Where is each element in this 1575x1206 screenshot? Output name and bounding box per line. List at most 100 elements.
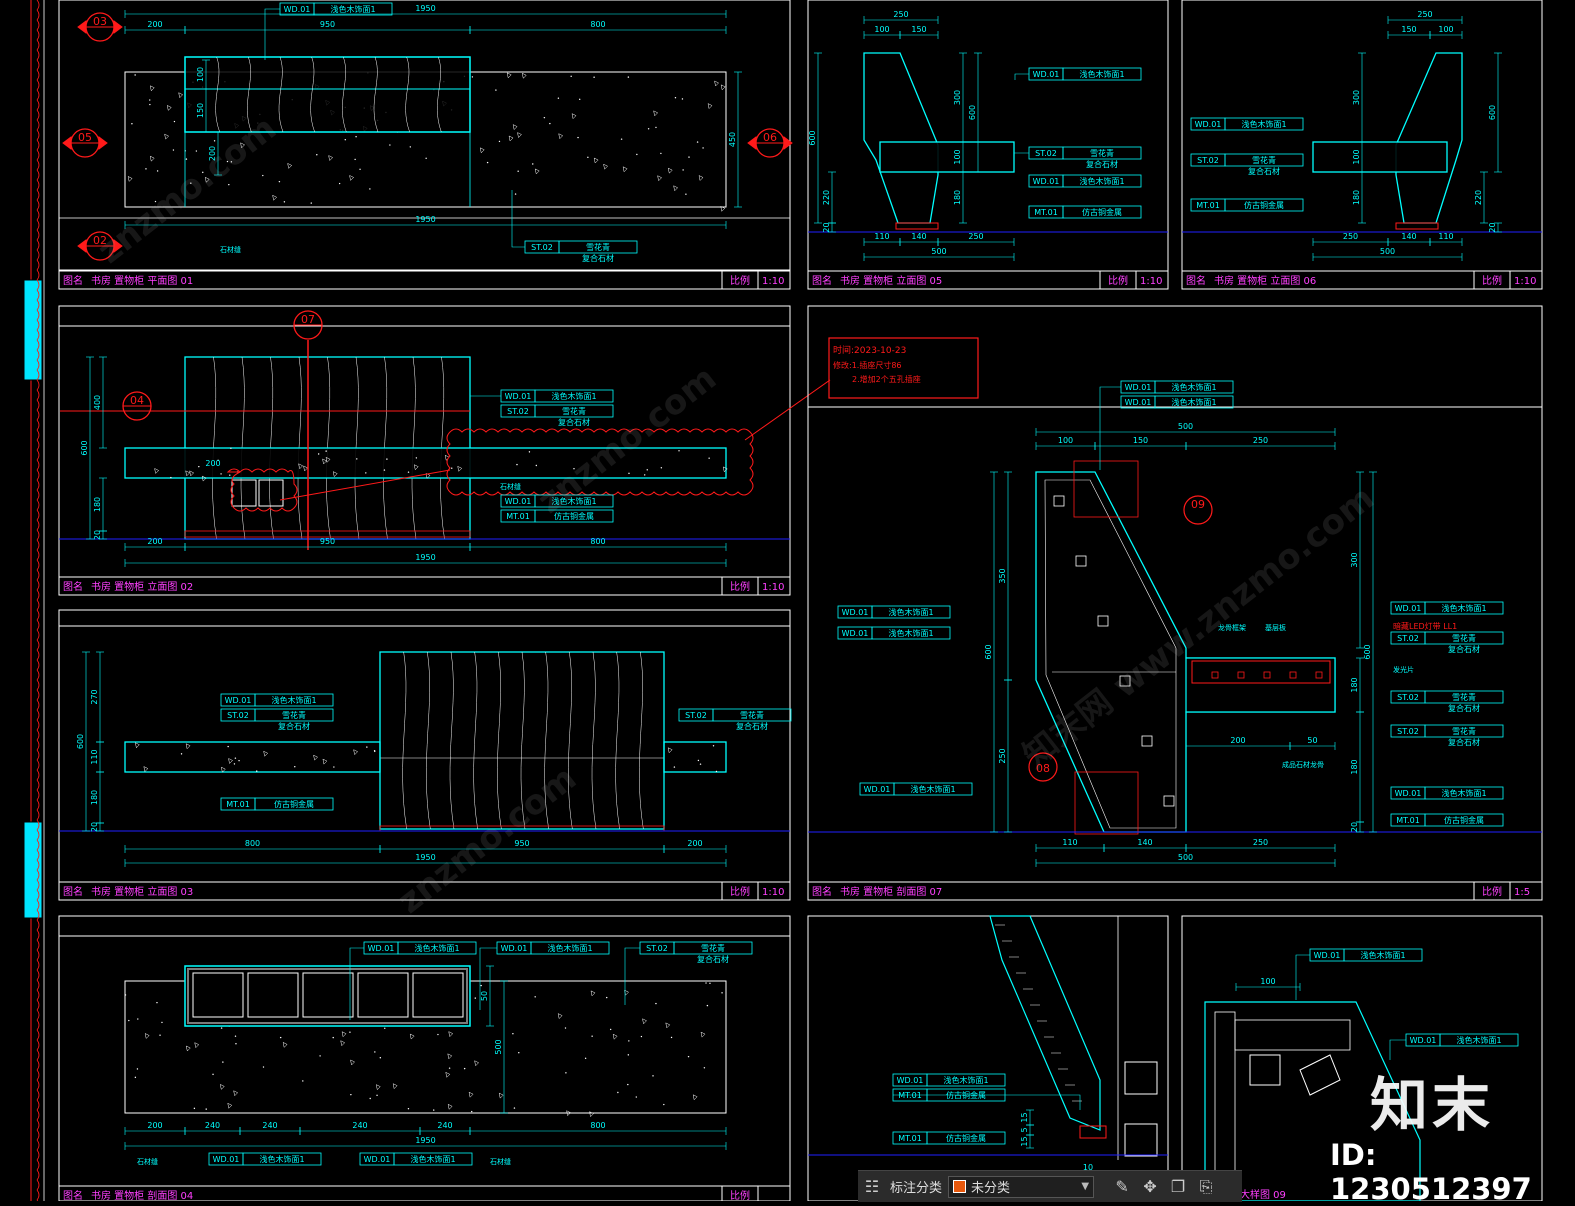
stone-hatch-dot	[514, 193, 517, 195]
material-tag-desc-box	[1439, 1033, 1519, 1047]
stone-hatch-dot	[234, 1035, 237, 1037]
revision-cloud-edge	[36, 1099, 40, 1111]
revision-cloud-edge	[36, 799, 40, 811]
material-tag-code: MT.01	[1034, 208, 1058, 217]
section-marker-label: 05	[78, 131, 92, 144]
revision-cloud-edge	[36, 899, 40, 911]
stone-hatch-dot	[486, 161, 489, 164]
title-bar-title: 书房 置物柜 立面图 06	[1214, 274, 1316, 287]
frame-tube	[1097, 615, 1109, 627]
material-tag-code: WD.01	[505, 392, 532, 401]
stone-hatch	[517, 132, 522, 139]
detail-layer	[1234, 1019, 1351, 1051]
stone-hatch	[185, 743, 191, 750]
stone-hatch-dot	[156, 1001, 158, 1004]
material-tag-code: ST.02	[1197, 156, 1219, 165]
stone-hatch-dot	[198, 465, 200, 468]
dimension-label: 50	[1307, 736, 1317, 745]
section-marker-arrow	[77, 20, 87, 34]
material-tag-desc: 浅色木饰面1	[330, 4, 375, 14]
revision-cloud-edge	[36, 729, 40, 741]
wood-grain	[544, 651, 549, 830]
stone-hatch	[642, 1018, 647, 1025]
material-tag-code: MT.01	[1396, 816, 1420, 825]
stone-hatch-dot	[213, 140, 216, 142]
revision-cloud-edge	[36, 199, 40, 211]
title-bar	[807, 881, 1543, 901]
dimension-label: 150	[911, 25, 926, 34]
wood-grain	[354, 356, 360, 540]
dimension-label: 20	[93, 530, 102, 540]
stone-hatch-dot	[180, 753, 183, 755]
panel-frame-detail-08	[807, 915, 1169, 1201]
title-bar-scale-label: 比例	[1482, 885, 1502, 898]
stone-hatch-dot	[696, 141, 699, 143]
stone-hatch	[204, 176, 210, 183]
stone-hatch	[447, 1103, 453, 1110]
dimension-label: 200	[205, 459, 220, 468]
edit-icon[interactable]: ✎	[1115, 1177, 1129, 1196]
wood-grain	[247, 56, 252, 133]
stone-shelf-front	[124, 447, 727, 479]
stone-hatch-dot	[409, 146, 412, 148]
title-bar-scale: 1:5	[1514, 887, 1530, 898]
stone-hatch	[178, 92, 184, 99]
stone-hatch	[328, 155, 334, 162]
material-tag-desc-box	[712, 708, 792, 722]
copy-icon[interactable]: ❐	[1170, 1177, 1186, 1196]
category-select[interactable]: 未分类 ▼	[948, 1175, 1095, 1198]
dimension-label: 250	[968, 232, 983, 241]
grid-icon[interactable]: ☷	[864, 1177, 880, 1196]
detail-profile	[989, 915, 1101, 1131]
stone-hatch-dot	[283, 201, 286, 203]
wood-grain	[639, 651, 644, 830]
stone-hatch-dot	[706, 1004, 709, 1007]
dimension-label: 100	[953, 149, 962, 164]
revision-cloud-edge	[36, 859, 40, 871]
revision-cloud-edge	[36, 29, 40, 41]
material-tag-desc: 复合石材	[582, 253, 614, 263]
revision-cloud-edge	[36, 179, 40, 191]
revision-cloud-edge	[36, 619, 40, 631]
material-tag-desc: 浅色木饰面1	[414, 943, 459, 953]
revision-cloud-edge	[36, 1039, 40, 1051]
stone-hatch-dot	[356, 458, 358, 460]
stone-hatch	[127, 175, 133, 182]
stone-hatch	[534, 168, 540, 175]
revision-cloud-edge	[36, 579, 40, 591]
shelf-section	[1185, 657, 1336, 713]
material-tag-code: ST.02	[507, 407, 529, 416]
stone-hatch-dot	[325, 450, 327, 452]
stone-hatch	[558, 133, 564, 140]
dimension-label: 1950	[415, 1136, 435, 1145]
revision-cloud-edge	[36, 69, 40, 81]
title-bar-title: 书房 置物柜 立面图 03	[91, 885, 193, 898]
socket-outlet	[258, 479, 284, 507]
stone-hatch	[135, 742, 140, 749]
dimension-label: 20	[90, 822, 99, 832]
stone-hatch	[219, 1083, 225, 1090]
leader-line	[1014, 73, 1029, 80]
revision-cloud-edge	[36, 249, 40, 261]
material-tag-desc-box	[1224, 198, 1304, 212]
stone-hatch	[154, 468, 160, 474]
revision-cloud-edge	[36, 219, 40, 231]
material-tag-desc: 复合石材	[1448, 737, 1480, 747]
stone-hatch-dot	[579, 98, 581, 101]
revision-cloud-edge	[36, 979, 40, 991]
stone-hatch	[673, 185, 679, 192]
revision-cloud-edge	[36, 829, 40, 841]
dimension-label: 110	[90, 749, 99, 764]
frame-tube	[1124, 1123, 1158, 1157]
revision-cloud-edge	[36, 159, 40, 171]
stone-hatch-dot	[660, 467, 663, 469]
move-icon[interactable]: ✥	[1143, 1177, 1157, 1196]
material-tag-desc: 复合石材	[1448, 644, 1480, 654]
paste-icon[interactable]: ⎘	[1199, 1176, 1213, 1196]
toolbar-label: 标注分类	[890, 1181, 943, 1196]
stone-hatch	[512, 124, 518, 131]
stone-hatch	[667, 747, 673, 754]
stone-hatch-dot	[628, 472, 630, 475]
stone-hatch-dot	[230, 447, 232, 450]
